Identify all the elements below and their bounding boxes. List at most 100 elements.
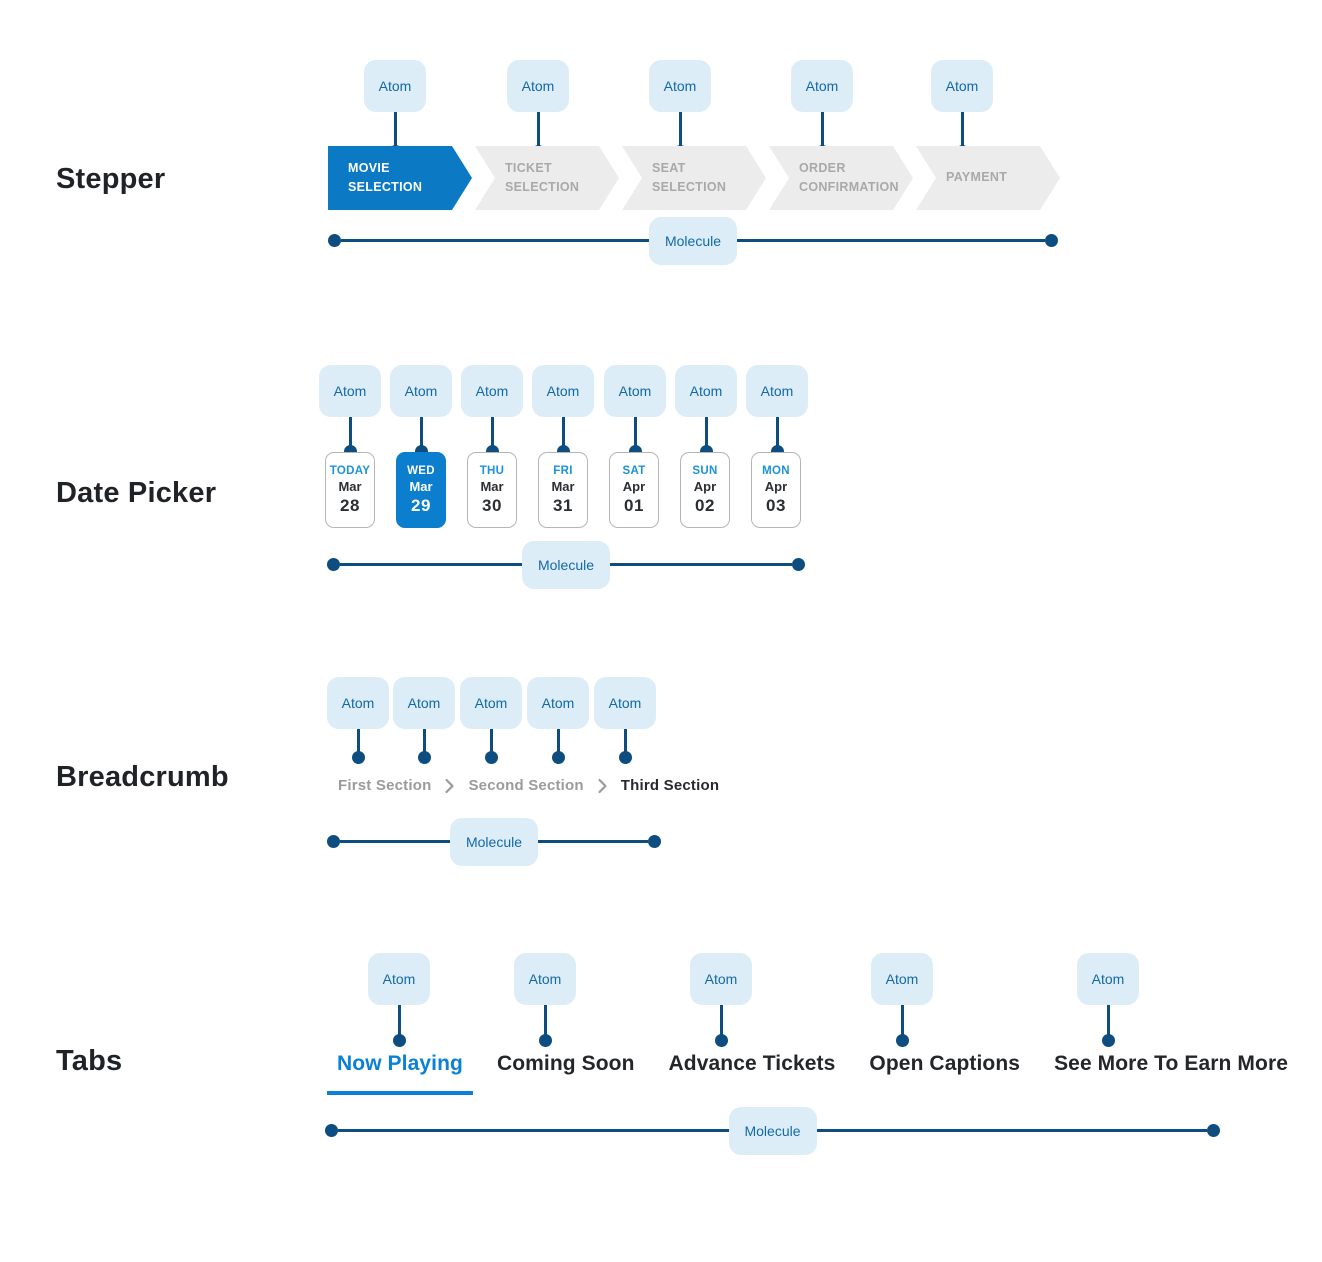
atom-annotation-tag: Atom: [791, 60, 853, 158]
connector-line: [719, 1005, 723, 1037]
date-card-mar-31[interactable]: FRI Mar 31: [538, 452, 588, 528]
date-card-month: Mar: [551, 478, 575, 494]
atom-annotation-tag: Atom: [649, 60, 711, 158]
atom-annotation-tag: Atom: [368, 953, 430, 1047]
chevron-right-icon: [444, 778, 455, 794]
date-card-month: Mar: [480, 478, 504, 494]
molecule-label: Molecule: [728, 1106, 817, 1155]
connector-line: [678, 112, 682, 148]
atom-annotation-tag: Atom: [507, 60, 569, 158]
atom-label: Atom: [393, 677, 455, 729]
chevron-right-icon: [597, 778, 608, 794]
atom-label: Atom: [461, 365, 523, 417]
tab-coming-soon[interactable]: Coming Soon: [496, 1052, 635, 1075]
connector-line: [775, 417, 779, 448]
connector-line: [900, 1005, 904, 1037]
connector-dot: [714, 1034, 728, 1047]
stepper-step-payment[interactable]: PAYMENT: [916, 146, 1060, 210]
molecule-line-end-dot: [328, 234, 341, 247]
date-card-mar-28[interactable]: TODAY Mar 28: [325, 452, 375, 528]
molecule-annotation: Molecule: [325, 1106, 1220, 1155]
molecule-label: Molecule: [522, 540, 610, 589]
date-card-date: 02: [695, 495, 715, 515]
date-card-day-label: FRI: [553, 464, 573, 477]
molecule-annotation: Molecule: [327, 540, 805, 589]
molecule-line-end-dot: [1045, 234, 1058, 247]
atom-annotation-tag: Atom: [1077, 953, 1139, 1047]
tab-see-more-to-earn-more[interactable]: See More To Earn More: [1054, 1052, 1288, 1075]
connector-dot: [618, 751, 632, 764]
connector-line: [960, 112, 964, 148]
connector-dot: [1101, 1034, 1115, 1047]
tab-open-captions[interactable]: Open Captions: [869, 1052, 1021, 1075]
breadcrumb-item-third-section[interactable]: Third Section: [620, 777, 720, 794]
molecule-line-end-dot: [325, 1124, 338, 1137]
connector-line: [536, 112, 540, 148]
molecule-label: Molecule: [450, 817, 538, 866]
atom-annotation-tag: Atom: [393, 677, 455, 764]
molecule-line-end-dot: [327, 558, 340, 571]
atom-annotation-tag: Atom: [604, 365, 666, 458]
molecule-label: Molecule: [649, 216, 737, 265]
date-card-mar-30[interactable]: THU Mar 30: [467, 452, 517, 528]
date-card-date: 03: [766, 495, 786, 515]
date-picker: TODAY Mar 28 WED Mar 29 THU Mar 30 FRI M…: [325, 452, 801, 528]
date-card-month: Mar: [409, 478, 433, 494]
connector-dot: [417, 751, 431, 764]
atom-annotation-tag: Atom: [931, 60, 993, 158]
atom-label: Atom: [527, 677, 589, 729]
tabs-section-title: Tabs: [56, 1045, 123, 1077]
connector-line: [633, 417, 637, 448]
atom-label: Atom: [690, 953, 752, 1005]
atom-annotation-tag: Atom: [364, 60, 426, 158]
atom-label: Atom: [675, 365, 737, 417]
date-card-date: 28: [340, 495, 360, 515]
stepper-step-order-confirmation[interactable]: ORDER CONFIRMATION: [769, 146, 913, 210]
stepper-step-ticket-selection[interactable]: TICKET SELECTION: [475, 146, 619, 210]
connector-dot: [538, 1034, 552, 1047]
stepper-step-seat-selection[interactable]: SEAT SELECTION: [622, 146, 766, 210]
connector-line: [556, 729, 560, 754]
date-card-date: 29: [411, 495, 431, 515]
atom-annotation-tag: Atom: [690, 953, 752, 1047]
connector-line: [1106, 1005, 1110, 1037]
date-card-day-label: WED: [407, 464, 435, 477]
connector-dot: [351, 751, 365, 764]
date-card-apr-01[interactable]: SAT Apr 01: [609, 452, 659, 528]
connector-line: [820, 112, 824, 148]
date-card-apr-03[interactable]: MON Apr 03: [751, 452, 801, 528]
breadcrumb-item-second-section[interactable]: Second Section: [468, 777, 584, 794]
date-card-day-label: MON: [762, 464, 790, 477]
atom-label: Atom: [871, 953, 933, 1005]
atom-label: Atom: [746, 365, 808, 417]
connector-dot: [484, 751, 498, 764]
molecule-annotation: Molecule: [328, 216, 1058, 265]
atom-annotation-tag: Atom: [461, 365, 523, 458]
connector-dot: [551, 751, 565, 764]
breadcrumb-item-first-section[interactable]: First Section: [338, 777, 432, 794]
date-card-day-label: TODAY: [329, 464, 371, 477]
atom-annotation-tag: Atom: [514, 953, 576, 1047]
atom-label: Atom: [931, 60, 993, 112]
connector-line: [348, 417, 352, 448]
date-card-date: 30: [482, 495, 502, 515]
date-card-month: Apr: [622, 478, 646, 494]
tabs: Now Playing Coming Soon Advance Tickets …: [327, 1050, 1298, 1095]
date-card-mar-29-selected[interactable]: WED Mar 29: [396, 452, 446, 528]
atom-annotation-tag: Atom: [594, 677, 656, 764]
date-card-day-label: SUN: [692, 464, 718, 477]
stepper-step-movie-selection[interactable]: MOVIE SELECTION: [328, 146, 472, 210]
connector-line: [543, 1005, 547, 1037]
connector-line: [704, 417, 708, 448]
atom-label: Atom: [604, 365, 666, 417]
connector-line: [393, 112, 397, 148]
atom-label: Atom: [460, 677, 522, 729]
date-card-apr-02[interactable]: SUN Apr 02: [680, 452, 730, 528]
atom-label: Atom: [514, 953, 576, 1005]
connector-line: [623, 729, 627, 754]
molecule-annotation: Molecule: [327, 817, 661, 866]
atom-annotation-tag: Atom: [527, 677, 589, 764]
tab-now-playing[interactable]: Now Playing: [327, 1050, 473, 1095]
tab-advance-tickets[interactable]: Advance Tickets: [668, 1052, 836, 1075]
